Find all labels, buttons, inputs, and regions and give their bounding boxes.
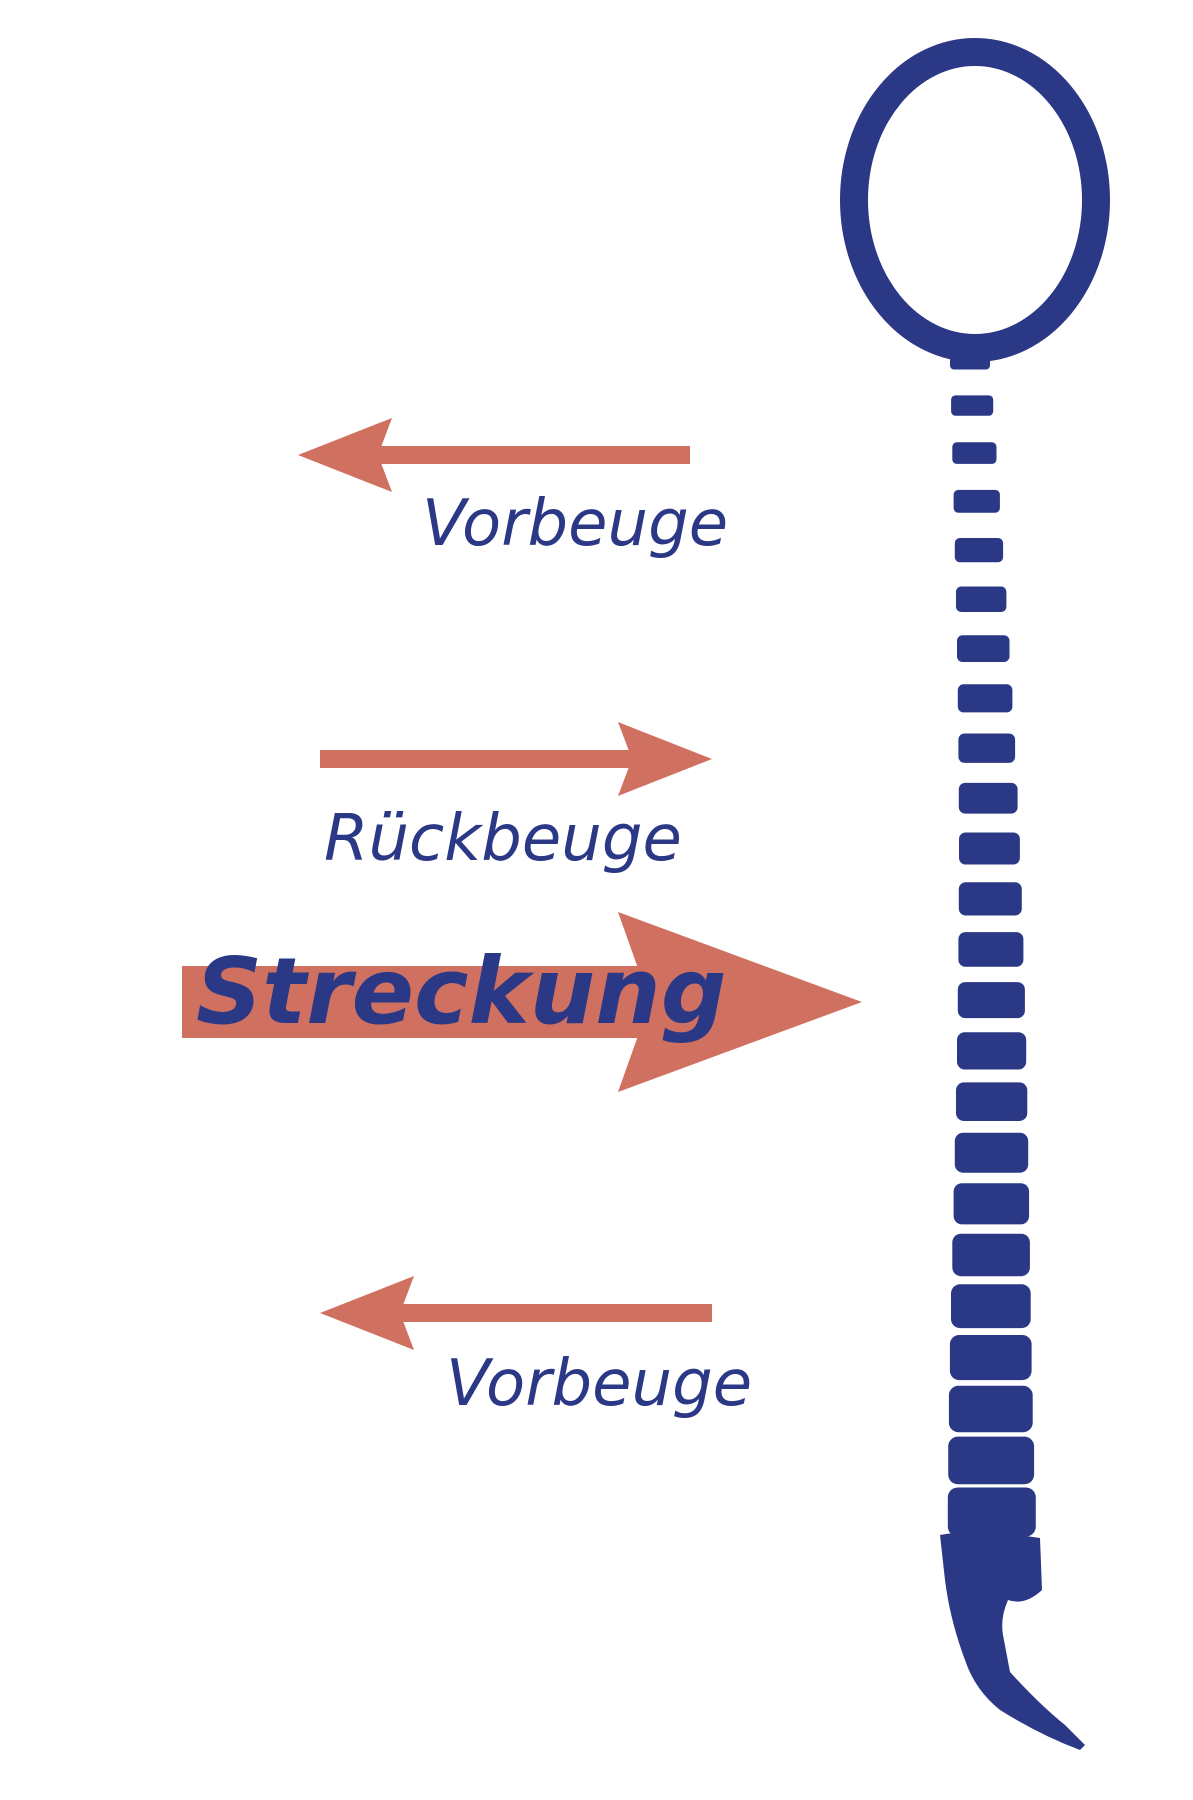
vertebra [958, 932, 1024, 967]
upper-forward-label: Vorbeuge [422, 487, 728, 561]
vertebra [949, 1335, 1032, 1381]
extension-arrow [182, 912, 862, 1092]
vertebra [947, 1487, 1036, 1537]
vertebra [952, 1233, 1030, 1277]
vertebra [948, 1436, 1035, 1485]
spine-vertebrae-icon [947, 350, 1036, 1537]
tailbone-icon [940, 1532, 1085, 1750]
upper-forward-arrow [298, 418, 690, 492]
vertebra [953, 1183, 1030, 1225]
vertebra [957, 982, 1025, 1019]
vertebra [954, 538, 1004, 563]
extension-label: Streckung [196, 938, 727, 1045]
vertebra [959, 832, 1020, 865]
vertebra [958, 882, 1022, 916]
vertebra [953, 489, 1000, 513]
back-bend-label: Rückbeuge [324, 802, 682, 876]
vertebra [948, 1385, 1033, 1433]
vertebra [954, 1132, 1029, 1173]
lower-forward-arrow [320, 1276, 712, 1350]
vertebra [952, 442, 997, 464]
back-bend-arrow [320, 722, 712, 796]
vertebra [957, 684, 1013, 713]
vertebra [951, 395, 994, 416]
vertebra [957, 635, 1010, 662]
lower-forward-label: Vorbeuge [446, 1347, 752, 1421]
vertebra [956, 586, 1007, 612]
vertebra [950, 350, 990, 370]
vertebra [958, 733, 1016, 763]
oval-head-icon [840, 38, 1110, 362]
vertebra [958, 782, 1018, 814]
vertebra [956, 1082, 1028, 1121]
vertebra [951, 1284, 1031, 1329]
vertebra [957, 1032, 1027, 1070]
